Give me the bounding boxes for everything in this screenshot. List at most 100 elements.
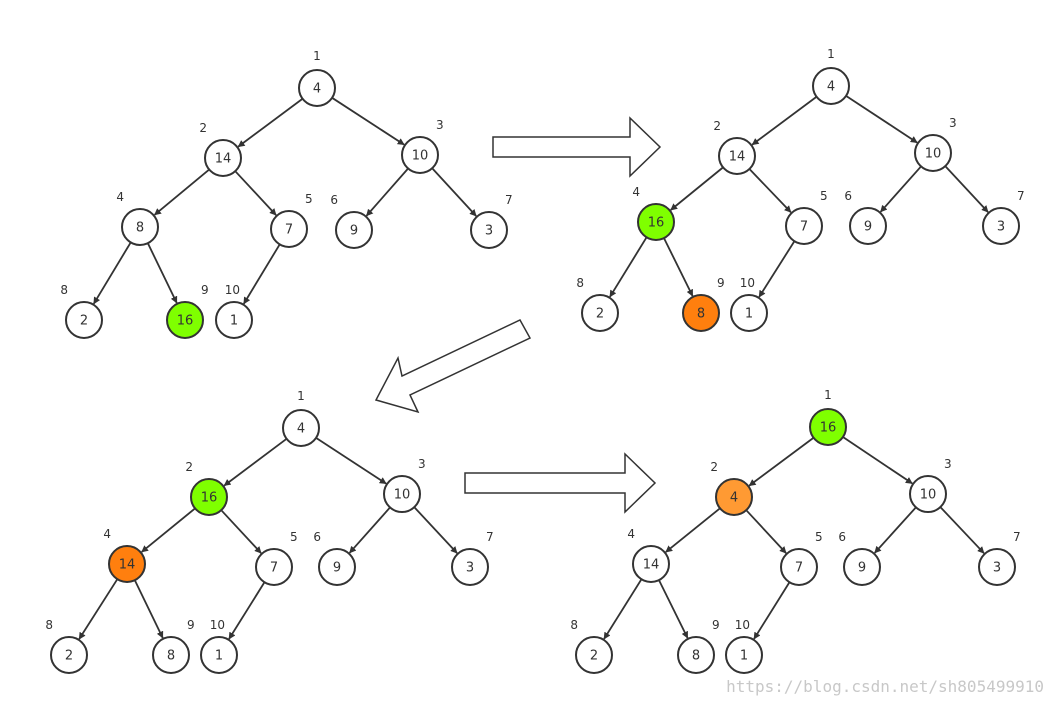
node-value: 7 <box>800 220 808 235</box>
node-index-label: 5 <box>305 192 313 206</box>
tree-edge <box>154 168 210 216</box>
node-index-label: 6 <box>313 530 321 544</box>
node-value: 4 <box>730 491 738 506</box>
tree-node <box>637 203 675 241</box>
node-index-label: 9 <box>717 276 725 290</box>
tree-node <box>318 548 356 586</box>
node-value: 2 <box>590 649 598 664</box>
node-index-label: 4 <box>116 190 124 204</box>
node-index-label: 4 <box>103 527 111 541</box>
node-value: 14 <box>215 152 232 167</box>
tree-node <box>298 69 336 107</box>
node-value: 10 <box>925 147 942 162</box>
node-index-label: 9 <box>201 283 209 297</box>
node-index-label: 3 <box>418 457 426 471</box>
tree-node <box>677 636 715 674</box>
tree-edge <box>365 167 409 217</box>
tree-edge <box>134 579 164 639</box>
node-value: 16 <box>820 421 837 436</box>
tree-edge <box>874 506 917 554</box>
node-value: 1 <box>740 649 748 664</box>
tree-edge <box>745 509 787 554</box>
tree-node <box>785 207 823 245</box>
node-index-label: 2 <box>713 119 721 133</box>
tree-node <box>401 136 439 174</box>
tree-node <box>812 67 850 105</box>
node-value: 10 <box>394 488 411 503</box>
node-index-label: 6 <box>838 530 846 544</box>
tree-edge <box>237 98 304 148</box>
node-index-label: 1 <box>297 389 305 403</box>
node-value: 4 <box>827 80 835 95</box>
node-value: 7 <box>270 561 278 576</box>
tree-edge <box>842 436 913 485</box>
tree-node <box>682 294 720 332</box>
node-index-label: 8 <box>60 283 68 297</box>
node-index-label: 9 <box>712 618 720 632</box>
tree-node <box>121 208 159 246</box>
node-value: 14 <box>729 150 746 165</box>
tree-node <box>725 636 763 674</box>
node-index-label: 10 <box>740 276 755 290</box>
node-index-label: 5 <box>815 530 823 544</box>
tree-node <box>50 636 88 674</box>
tree-node <box>730 294 768 332</box>
node-value: 8 <box>167 649 175 664</box>
tree-edge <box>228 581 266 640</box>
tree-node <box>108 545 146 583</box>
node-index-label: 8 <box>570 618 578 632</box>
tree-node <box>200 636 238 674</box>
tree-node <box>204 139 242 177</box>
node-index-label: 6 <box>844 189 852 203</box>
tree-node <box>383 475 421 513</box>
tree-edge <box>78 578 119 640</box>
node-index-label: 9 <box>187 618 195 632</box>
node-value: 2 <box>65 649 73 664</box>
tree-edge <box>751 96 818 146</box>
node-index-label: 3 <box>949 116 957 130</box>
node-index-label: 5 <box>290 530 298 544</box>
tree-edge <box>603 578 643 640</box>
node-index-label: 10 <box>735 618 750 632</box>
tree-edge <box>315 437 387 485</box>
heap-diagrams: 4114210384759637281691104114210316475963… <box>45 47 1025 674</box>
step-arrow-down-left <box>374 319 532 414</box>
node-value: 8 <box>692 649 700 664</box>
tree-edge <box>663 237 694 297</box>
tree-node <box>843 548 881 586</box>
tree-edge <box>748 437 815 487</box>
tree-edge <box>93 241 132 305</box>
node-index-label: 7 <box>1013 530 1021 544</box>
node-index-label: 1 <box>827 47 835 61</box>
tree-edge <box>223 438 288 487</box>
node-value: 2 <box>80 314 88 329</box>
node-index-label: 3 <box>436 118 444 132</box>
node-index-label: 10 <box>210 618 225 632</box>
tree-edge <box>658 579 689 639</box>
tree-edge <box>753 581 791 640</box>
tree-node <box>65 301 103 339</box>
node-index-label: 4 <box>632 185 640 199</box>
node-index-label: 4 <box>627 527 635 541</box>
node-value: 9 <box>350 224 358 239</box>
tree-node <box>215 301 253 339</box>
tree-edge <box>939 506 985 554</box>
tree-node <box>451 548 489 586</box>
node-index-label: 7 <box>1017 189 1025 203</box>
tree-edge <box>670 166 724 211</box>
tree-edge <box>748 168 792 213</box>
node-index-label: 2 <box>199 121 207 135</box>
node-value: 1 <box>745 307 753 322</box>
node-value: 14 <box>119 558 136 573</box>
node-index-label: 8 <box>45 618 53 632</box>
tree-edge <box>944 165 989 213</box>
node-value: 3 <box>466 561 474 576</box>
node-index-label: 2 <box>710 460 718 474</box>
node-index-label: 1 <box>824 388 832 402</box>
node-value: 10 <box>920 488 937 503</box>
node-value: 7 <box>795 561 803 576</box>
tree-edge <box>220 509 262 554</box>
tree-edge <box>845 95 918 144</box>
